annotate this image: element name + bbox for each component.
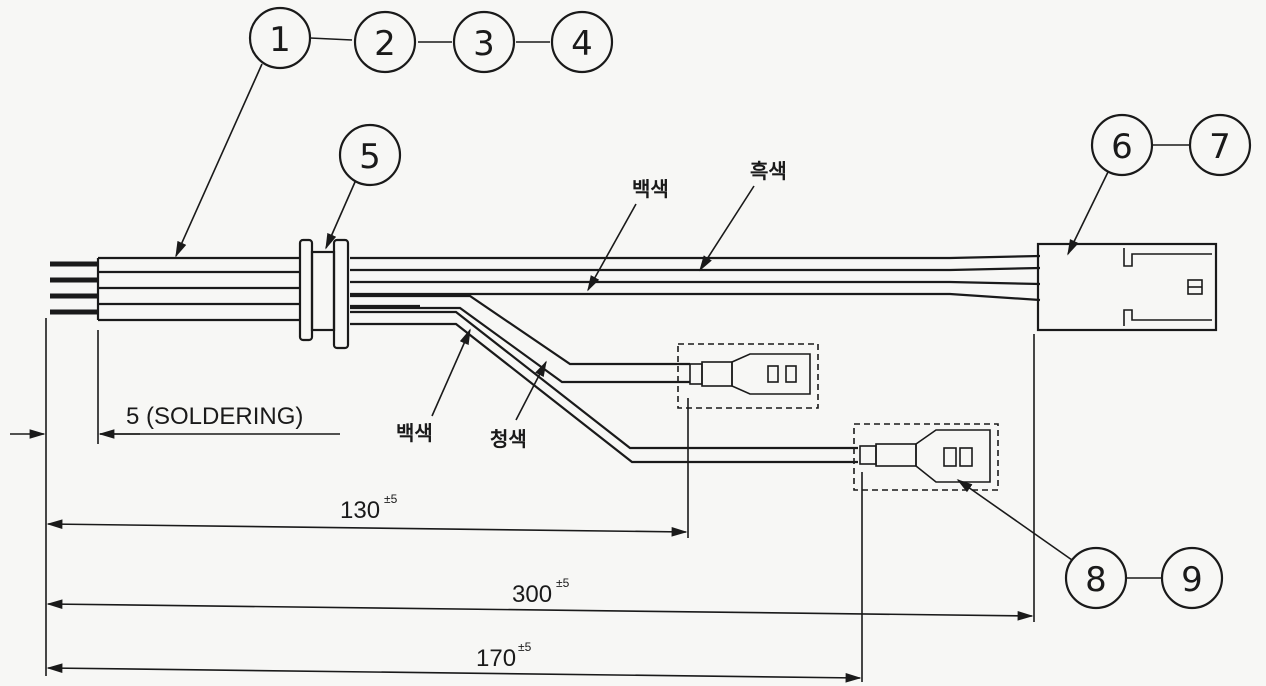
terminal-170 <box>853 423 999 491</box>
dimension-130-value: 130 <box>340 497 380 524</box>
balloon-3 <box>452 10 516 74</box>
label-white-bottom: 백색 <box>396 421 433 445</box>
label-black-top: 흑색 <box>750 159 787 183</box>
extension-lines <box>45 318 1035 682</box>
balloon-9 <box>1160 546 1224 610</box>
balloon-8-label: 8 <box>1085 560 1107 600</box>
leader-1 <box>175 63 263 258</box>
wire-bundle <box>96 254 1041 464</box>
balloon-1-label: 1 <box>269 20 291 60</box>
balloon-7-label: 7 <box>1209 127 1231 167</box>
balloon-2 <box>353 10 417 74</box>
label-white-top: 백색 <box>632 177 669 201</box>
grommet <box>298 238 350 350</box>
balloon-group-5: 5 <box>325 123 402 250</box>
balloon-group-6-7: 6 7 <box>1067 113 1252 256</box>
balloon-group-1-4: 1 2 3 4 <box>175 6 614 258</box>
leader-6 <box>1067 171 1109 256</box>
balloon-2-label: 2 <box>374 24 396 64</box>
dimension-170-value: 170 <box>476 645 516 672</box>
dimension-130-tol: ±5 <box>384 492 398 506</box>
balloon-4 <box>550 10 614 74</box>
balloon-9-label: 9 <box>1181 560 1203 600</box>
dimension-130: 130 ±5 <box>46 492 688 537</box>
stripped-wire-ends <box>50 261 98 315</box>
balloon-5 <box>338 123 402 187</box>
leader-8 <box>956 479 1073 561</box>
wire-color-labels: 백색 흑색 백색 청색 <box>396 159 787 451</box>
balloon-6 <box>1090 113 1154 177</box>
balloon-4-label: 4 <box>571 24 593 64</box>
balloon-5-label: 5 <box>359 137 381 177</box>
dimension-170-tol: ±5 <box>518 640 532 654</box>
balloon-6-label: 6 <box>1111 127 1133 167</box>
connector-housing <box>1036 242 1218 332</box>
label-blue-bottom: 청색 <box>490 427 527 451</box>
balloon-1 <box>248 6 312 70</box>
dimension-soldering: 5 (SOLDERING) <box>10 403 340 439</box>
balloon-7 <box>1188 113 1252 177</box>
leader-5 <box>325 181 356 250</box>
terminal-130 <box>677 343 819 409</box>
dimension-170: 170 ±5 <box>46 640 862 683</box>
balloon-3-label: 3 <box>473 24 495 64</box>
dimension-300: 300 ±5 <box>46 576 1034 621</box>
balloon-group-8-9: 8 9 <box>956 479 1224 610</box>
balloon-8 <box>1064 546 1128 610</box>
dimension-soldering-text: 5 (SOLDERING) <box>126 403 303 430</box>
dimension-300-tol: ±5 <box>556 576 570 590</box>
dimension-300-value: 300 <box>512 581 552 608</box>
